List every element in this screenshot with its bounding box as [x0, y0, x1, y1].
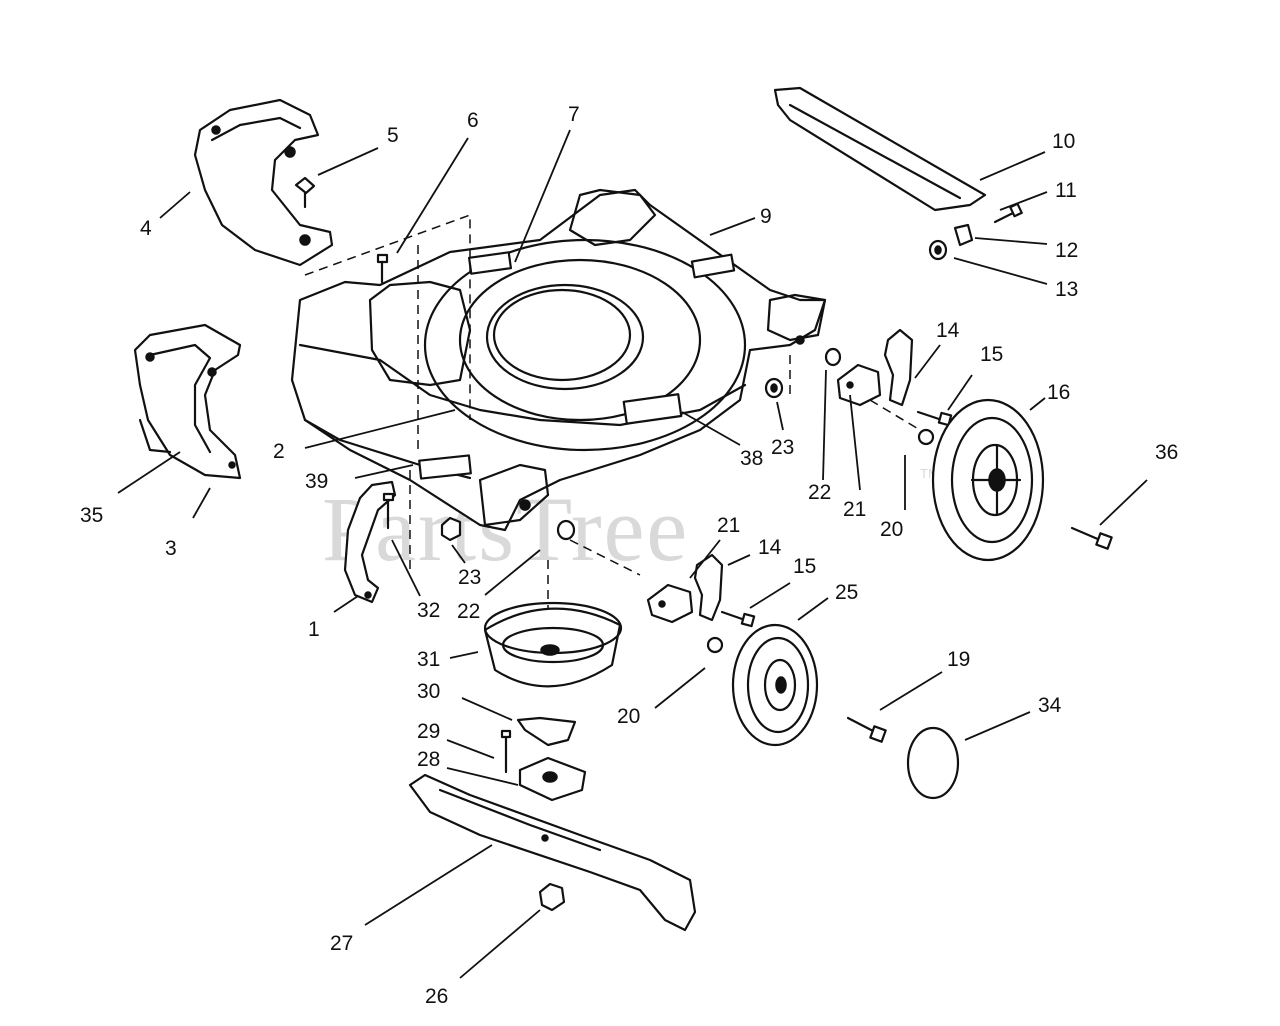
leader-lines	[117, 129, 1148, 979]
mower-deck	[290, 188, 827, 532]
bolt-19	[846, 716, 887, 743]
callout-6: 6	[467, 109, 479, 132]
height-adjuster-rear	[764, 328, 953, 446]
callout-31: 31	[417, 648, 440, 671]
callout-9: 9	[760, 205, 772, 228]
adapter-28	[518, 756, 587, 802]
callout-39: 39	[305, 470, 328, 493]
callout-30: 30	[417, 680, 440, 703]
callout-5: 5	[387, 124, 399, 147]
callout-21-rear: 21	[843, 498, 866, 521]
height-adjuster-front	[646, 553, 756, 654]
nut-13	[928, 239, 948, 261]
wing-nut	[294, 176, 316, 209]
callout-28: 28	[417, 748, 440, 771]
key-30	[516, 716, 577, 747]
nut-26	[538, 882, 566, 912]
callout-20-rear: 20	[880, 518, 903, 541]
callout-16: 16	[1047, 381, 1070, 404]
callout-32: 32	[417, 599, 440, 622]
callout-2: 2	[273, 440, 285, 463]
side-deflector	[133, 323, 242, 480]
bolt-6	[376, 253, 389, 284]
bolt-36	[1070, 526, 1113, 550]
callout-22-front: 22	[457, 600, 480, 623]
callout-38: 38	[740, 447, 763, 470]
callout-23-rear: 23	[771, 436, 794, 459]
blade-adapter	[483, 601, 623, 688]
callout-35: 35	[80, 504, 103, 527]
blade	[408, 773, 697, 932]
callout-11: 11	[1055, 179, 1077, 202]
callout-13: 13	[1055, 278, 1078, 301]
callout-14-front: 14	[758, 536, 782, 559]
hub-cap	[906, 726, 960, 800]
bolt-32	[382, 492, 395, 530]
callout-labels: 1 2 3 4 5 6 7 9 10 11 12 13 14 15 16 20 …	[80, 103, 1178, 1008]
callout-14-rear: 14	[936, 319, 960, 342]
callout-12: 12	[1055, 239, 1078, 262]
callout-20-front: 20	[617, 705, 640, 728]
callout-1: 1	[308, 618, 320, 641]
callout-26: 26	[425, 985, 448, 1008]
bolt-29	[500, 729, 512, 774]
callout-23-front: 23	[458, 566, 481, 589]
callout-15-front: 15	[793, 555, 816, 578]
callout-27: 27	[330, 932, 353, 955]
callout-36: 36	[1155, 441, 1178, 464]
rear-wheel	[931, 398, 1045, 562]
callout-10: 10	[1052, 130, 1075, 153]
callout-21-front: 21	[717, 514, 740, 537]
callout-3: 3	[165, 537, 177, 560]
callout-29: 29	[417, 720, 440, 743]
callout-15-rear: 15	[980, 343, 1003, 366]
plate-10	[773, 86, 987, 212]
callout-7: 7	[568, 103, 580, 126]
front-wheel	[731, 623, 819, 747]
callout-4: 4	[140, 217, 152, 240]
callout-22-rear: 22	[808, 481, 831, 504]
washer-22-front	[556, 519, 576, 541]
callout-34: 34	[1038, 694, 1062, 717]
bracket-12	[953, 223, 974, 247]
rear-deflector	[193, 98, 334, 267]
callout-25: 25	[835, 581, 858, 604]
callout-19: 19	[947, 648, 970, 671]
nut-23-left	[440, 516, 462, 542]
bracket-1	[343, 480, 397, 604]
